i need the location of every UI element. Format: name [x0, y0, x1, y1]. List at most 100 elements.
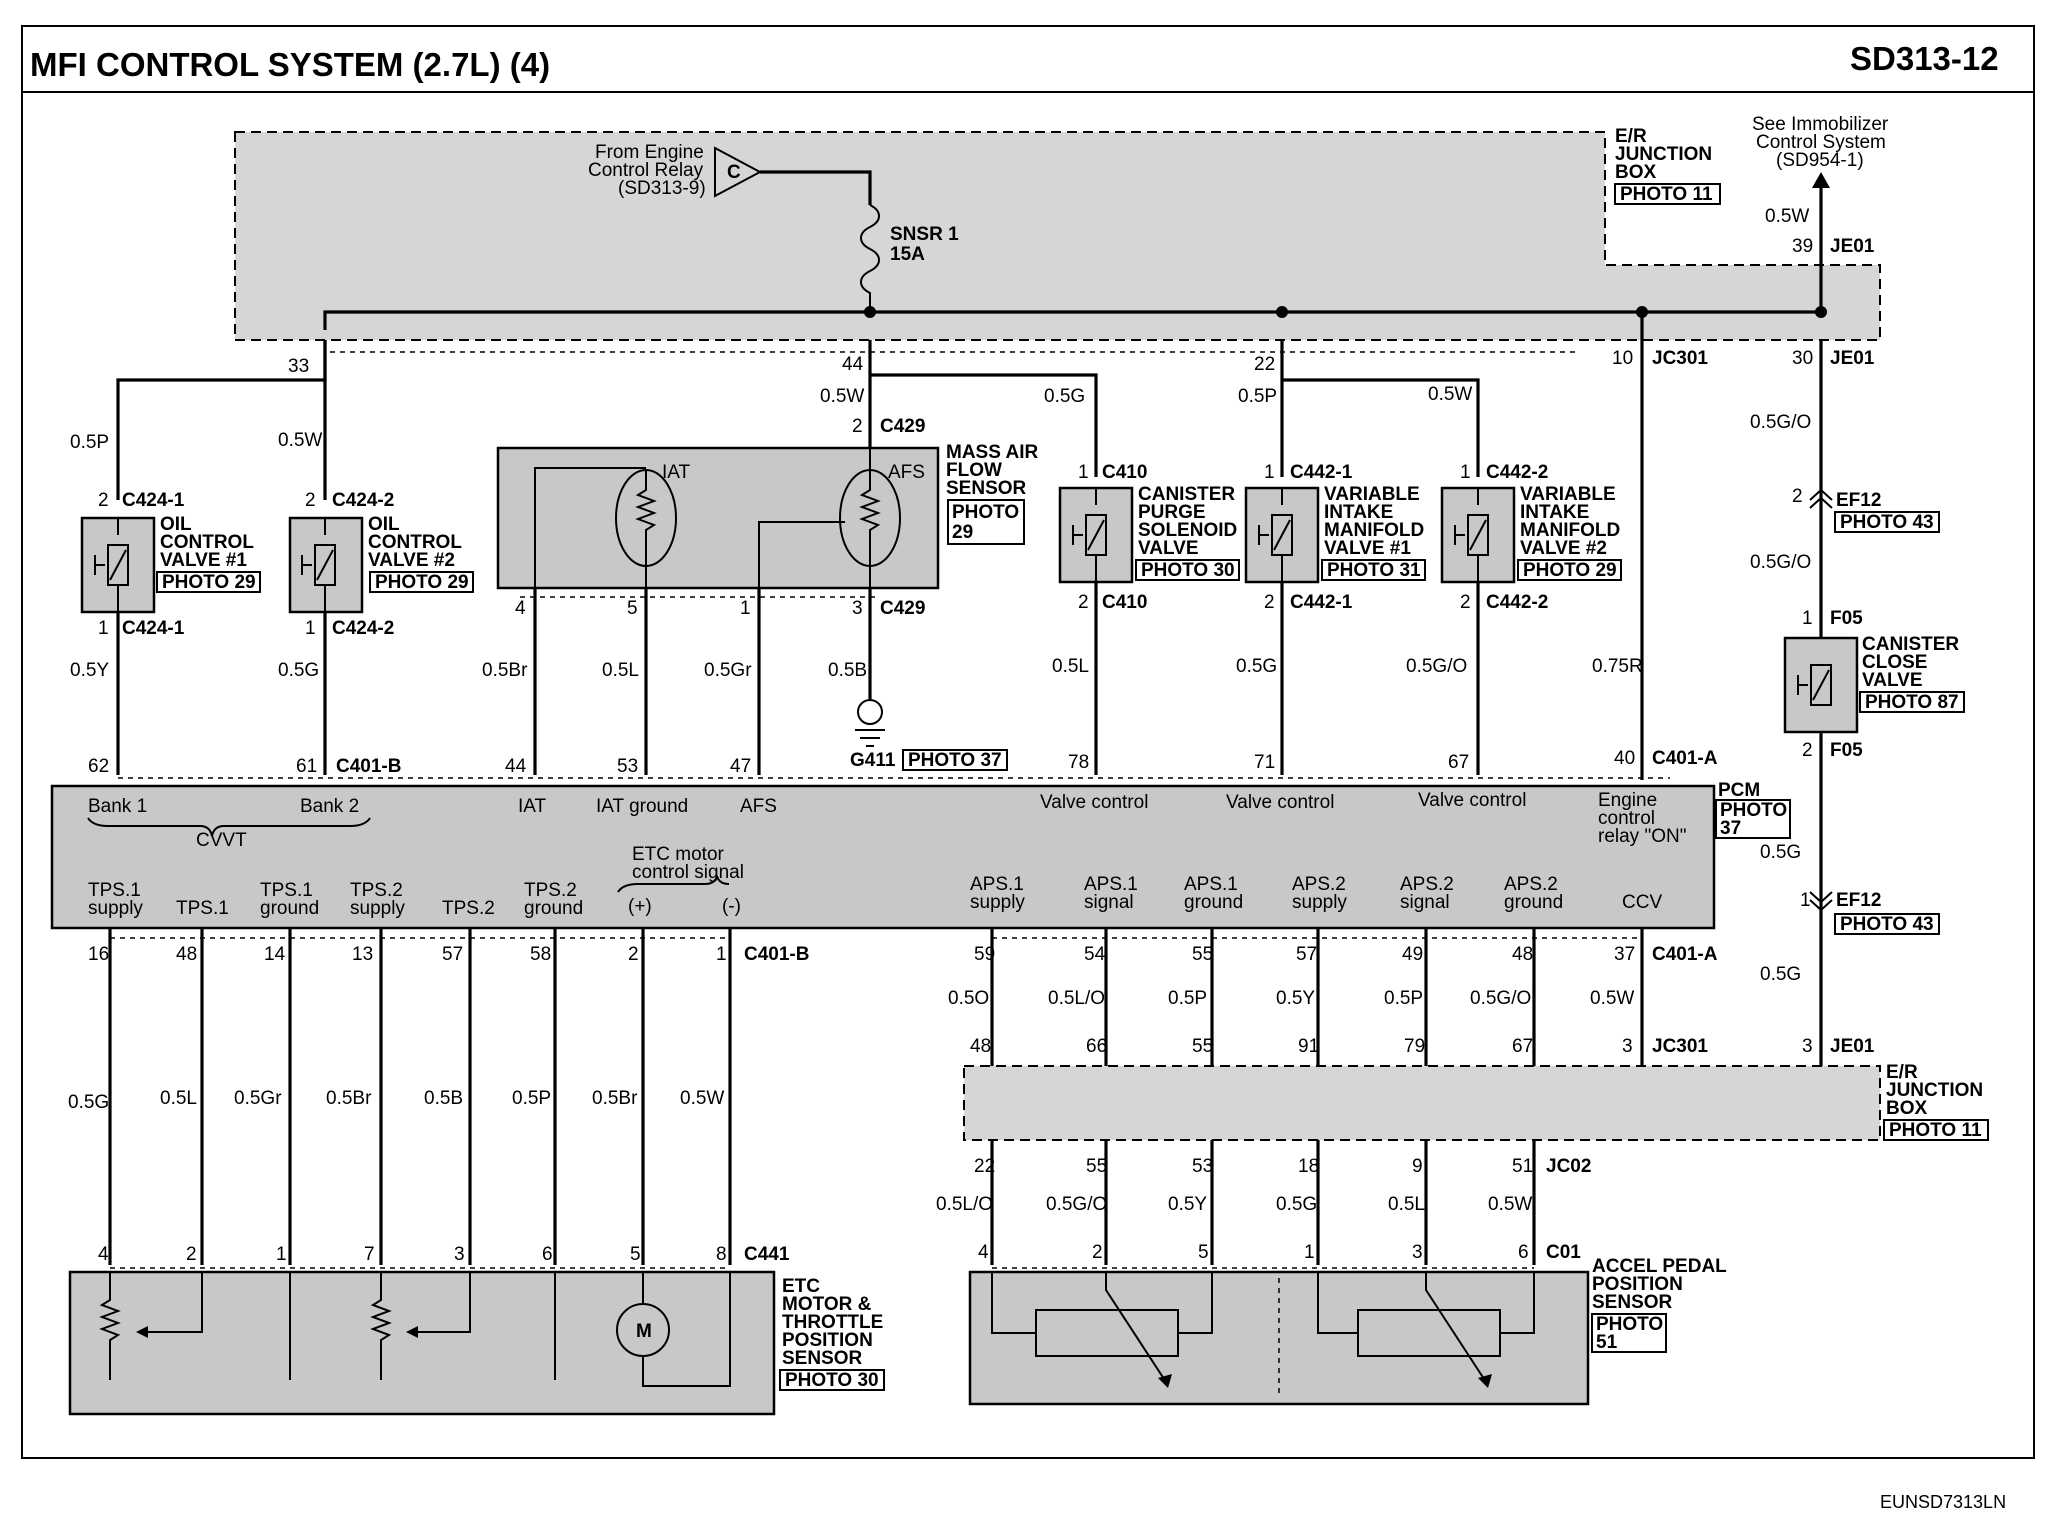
- vim1-conn-top: C442-1: [1290, 462, 1353, 483]
- ef12-top-photo-box: [1834, 511, 1940, 533]
- cc-solenoid-icon: [1797, 664, 1832, 706]
- etc-wire-3: 0.5Gr: [234, 1088, 282, 1109]
- bus-node-1: [864, 306, 876, 318]
- w-05w-right: 0.5W: [1765, 206, 1809, 227]
- aps-jc-79: 79: [1404, 1036, 1425, 1057]
- pin-22: 22: [1254, 354, 1275, 375]
- pcm-engine-2: control: [1598, 808, 1655, 829]
- pcm-aps2s-a: APS.2: [1292, 874, 1346, 895]
- etc-pcm-48: 48: [176, 944, 197, 965]
- pcm-aps1sig-a: APS.1: [1084, 874, 1138, 895]
- aps-jc02-22: 22: [974, 1156, 995, 1177]
- ef12-top: EF12: [1836, 490, 1881, 511]
- immo-2: Control System: [1756, 132, 1886, 153]
- vim1-conn-bot: C442-1: [1290, 592, 1353, 613]
- ground-symbol: [857, 699, 883, 725]
- aps-w1-1: 0.5O: [948, 988, 989, 1009]
- pcm-tps2g-a: TPS.2: [524, 880, 577, 901]
- cp-name-2: PURGE: [1138, 502, 1206, 523]
- oil2-wire: 0.5G: [278, 660, 319, 681]
- maf-pcm-44: 44: [505, 756, 527, 777]
- page-frame: [21, 25, 2035, 1459]
- etc-pin-6: 6: [542, 1244, 553, 1265]
- aps-pcm-37: 37: [1614, 944, 1635, 965]
- pcm-ccv: CCV: [1622, 892, 1662, 913]
- cp-pin-top: 1: [1078, 462, 1089, 483]
- er-junction-box-top: [234, 131, 1881, 341]
- pcm-valve-1: Valve control: [1040, 792, 1148, 813]
- ef12-top-icon: [1809, 488, 1833, 509]
- aps-w1-7: 0.5W: [1590, 988, 1634, 1009]
- pin-33: 33: [288, 356, 309, 377]
- w-05go-b: 0.5G/O: [1750, 552, 1811, 573]
- je01-top: JE01: [1830, 236, 1875, 257]
- pcm-name: PCM: [1718, 780, 1760, 801]
- pcm-tps1g-a: TPS.1: [260, 880, 313, 901]
- er-box-label-3: BOX: [1615, 162, 1657, 183]
- aps-pcm-57: 57: [1296, 944, 1317, 965]
- oil2-name-2: CONTROL: [368, 532, 462, 553]
- pcm-plus: (+): [628, 896, 652, 917]
- oil2-conn-bot: C424-2: [332, 618, 394, 639]
- etc-name-3: THROTTLE: [782, 1312, 883, 1333]
- pcm-aps2sig-a: APS.2: [1400, 874, 1454, 895]
- connector-c-label: C: [727, 162, 741, 183]
- maf-photo: PHOTO: [952, 502, 1019, 523]
- etc-pin-8: 8: [716, 1244, 727, 1265]
- vim2-conn-top: C442-2: [1486, 462, 1548, 483]
- aps-photo-box: [1591, 1313, 1667, 1353]
- aps1-wiper-icon: [1158, 1374, 1172, 1388]
- vim1-pcm-pin: 71: [1254, 752, 1275, 773]
- maf-name-2: FLOW: [946, 460, 1002, 481]
- etc-pcm-57: 57: [442, 944, 463, 965]
- aps-name-3: SENSOR: [1592, 1292, 1673, 1313]
- pcm-aps2s-b: supply: [1292, 892, 1347, 913]
- pcm-iat-ground: IAT ground: [596, 796, 688, 817]
- etc-pin-7: 7: [364, 1244, 375, 1265]
- aps-w1-3: 0.5P: [1168, 988, 1207, 1009]
- right-w05g-b: 0.5G: [1760, 964, 1801, 985]
- etc-photo-box: [779, 1369, 885, 1391]
- vim1-photo-box: [1321, 559, 1426, 581]
- afs-resistor-icon: [859, 448, 881, 588]
- etc-name-5: SENSOR: [782, 1348, 863, 1369]
- oil1-pcm-pin: 62: [88, 756, 109, 777]
- ef12-bot-pin: 1: [1800, 890, 1811, 911]
- etc-wire-7: 0.5Br: [592, 1088, 638, 1109]
- aps-pin-1: 1: [1304, 1242, 1315, 1263]
- etc-wire-2: 0.5L: [160, 1088, 197, 1109]
- ccv-pcm-conn: C401-A: [1652, 748, 1718, 769]
- aps-pin-5: 5: [1198, 1242, 1209, 1263]
- ef12-bot-icon: [1809, 891, 1833, 912]
- fuse-name: SNSR 1: [890, 224, 959, 245]
- w-05w-a: 0.5W: [278, 430, 322, 451]
- afs-label: AFS: [888, 462, 925, 483]
- maf-internal-wires: [534, 467, 845, 588]
- pcm-photo-box: [1715, 799, 1791, 839]
- f05-top: F05: [1830, 608, 1863, 629]
- relay-feed-wire: [760, 170, 872, 205]
- motor-label: M: [636, 1321, 652, 1342]
- cp-pin-bot: 2: [1078, 592, 1089, 613]
- pcm-tps2g-b: ground: [524, 898, 583, 919]
- aps-pin-6: 6: [1518, 1242, 1529, 1263]
- aps-jc-66: 66: [1086, 1036, 1107, 1057]
- aps-je01-pin: 3: [1802, 1036, 1813, 1057]
- aps-pin-4: 4: [978, 1242, 989, 1263]
- w-05w-c: 0.5W: [1428, 384, 1472, 405]
- page-code: SD313-12: [1850, 40, 1999, 77]
- oil1-photo-box: [156, 571, 261, 593]
- tps2-wiper-icon: [406, 1326, 418, 1338]
- ground-photo-box: [902, 749, 1008, 771]
- pcm-iat: IAT: [518, 796, 547, 817]
- oil2-solenoid-icon: [301, 518, 336, 612]
- etc-pcm-58: 58: [530, 944, 551, 965]
- aps-w2-6: 0.5W: [1488, 1194, 1532, 1215]
- etc-wire-5: 0.5B: [424, 1088, 463, 1109]
- aps-pin-2: 2: [1092, 1242, 1103, 1263]
- aps-jc02-53: 53: [1192, 1156, 1213, 1177]
- aps-name-2: POSITION: [1592, 1274, 1683, 1295]
- pcm-aps2g-b: ground: [1504, 892, 1563, 913]
- etc-pcm-13: 13: [352, 944, 373, 965]
- etc-name-1: ETC: [782, 1276, 820, 1297]
